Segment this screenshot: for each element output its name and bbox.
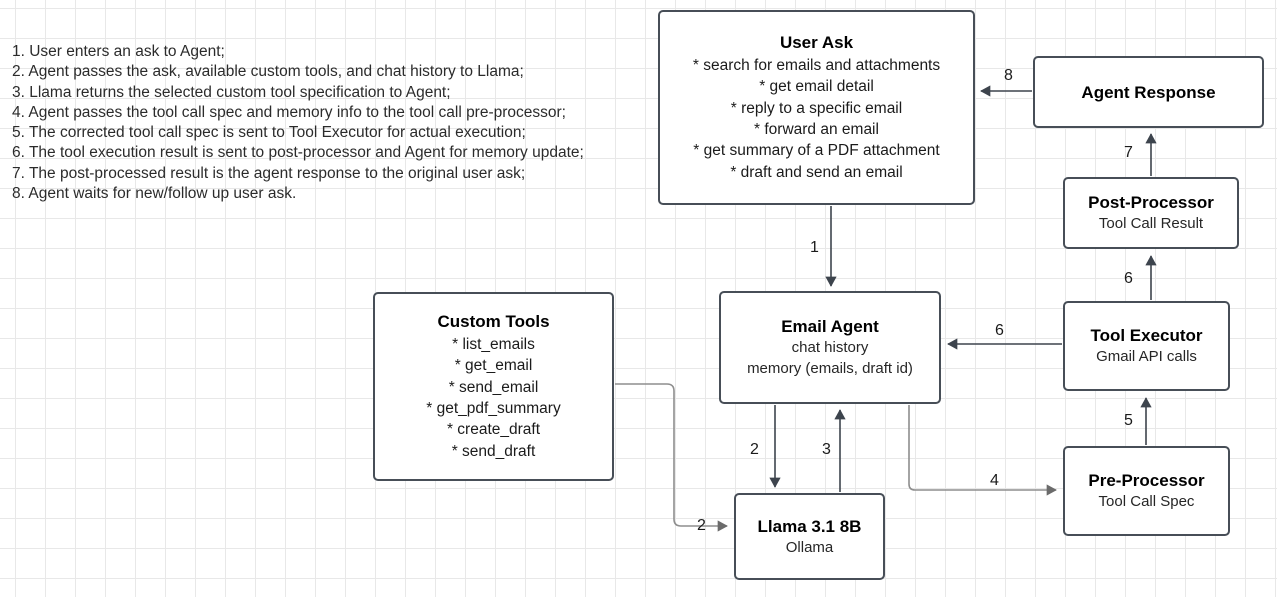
- user-ask-bullet-4: * forward an email: [754, 121, 879, 138]
- node-custom-tools-title: Custom Tools: [437, 312, 550, 332]
- custom-tools-bullet-3: * send_email: [448, 378, 539, 396]
- node-email-agent-subtitle-2: memory (emails, draft id): [747, 360, 913, 377]
- node-post-processor-subtitle: Tool Call Result: [1098, 215, 1204, 232]
- user-ask-bullet-3: * reply to a specific email: [730, 99, 903, 117]
- node-email-agent-subtitle-1: chat history: [791, 339, 869, 356]
- edge-label-7: 7: [1124, 144, 1133, 161]
- node-custom-tools[interactable]: Custom Tools * list_emails * get_email *…: [373, 292, 614, 481]
- step-item-2: 2. Agent passes the ask, available custo…: [12, 63, 524, 81]
- node-llama[interactable]: Llama 3.1 8B Ollama: [734, 493, 885, 580]
- node-post-processor-title: Post-Processor: [1088, 193, 1214, 212]
- node-post-processor[interactable]: Post-Processor Tool Call Result: [1063, 177, 1239, 249]
- edge-label-6-agent: 6: [995, 322, 1004, 339]
- node-tool-executor-title: Tool Executor: [1090, 326, 1203, 345]
- user-ask-bullet-2: * get email detail: [759, 78, 874, 96]
- edge-label-1: 1: [810, 239, 819, 256]
- custom-tools-bullet-4: * get_pdf_summary: [426, 400, 561, 417]
- step-item-8: 8. Agent waits for new/follow up user as…: [12, 185, 297, 203]
- node-tool-executor[interactable]: Tool Executor Gmail API calls: [1063, 301, 1230, 391]
- node-pre-processor[interactable]: Pre-Processor Tool Call Spec: [1063, 446, 1230, 536]
- node-custom-tools-bullets: * list_emails * get_email * send_email *…: [426, 334, 560, 462]
- node-llama-title: Llama 3.1 8B: [757, 516, 862, 536]
- step-item-7: 7. The post-processed result is the agen…: [12, 164, 526, 182]
- step-item-4: 4. Agent passes the tool call spec and m…: [12, 103, 566, 121]
- custom-tools-bullet-2: * get_email: [454, 357, 533, 375]
- edge-label-8: 8: [1004, 67, 1013, 84]
- user-ask-bullet-5: * get summary of a PDF attachment: [693, 142, 940, 160]
- node-user-ask[interactable]: User Ask * search for emails and attachm…: [658, 10, 975, 205]
- node-user-ask-title: User Ask: [779, 33, 854, 53]
- step-item-1: 1. User enters an ask to Agent;: [12, 43, 225, 60]
- node-tool-executor-subtitle: Gmail API calls: [1096, 348, 1197, 365]
- user-ask-bullet-6: * draft and send an email: [730, 163, 903, 181]
- node-email-agent[interactable]: Email Agent chat history memory (emails,…: [719, 291, 941, 404]
- node-agent-response[interactable]: Agent Response: [1033, 56, 1264, 128]
- custom-tools-bullet-5: * create_draft: [446, 421, 541, 439]
- node-user-ask-bullets: * search for emails and attachments * ge…: [693, 55, 940, 183]
- custom-tools-bullet-6: * send_draft: [451, 442, 536, 460]
- edge-label-5: 5: [1124, 412, 1133, 429]
- edge-label-3: 3: [822, 441, 831, 458]
- step-item-5: 5. The corrected tool call spec is sent …: [12, 124, 526, 142]
- edge-label-4: 4: [990, 472, 999, 489]
- node-pre-processor-subtitle: Tool Call Spec: [1098, 493, 1195, 510]
- process-steps-list: 1. User enters an ask to Agent; 2. Agent…: [12, 42, 642, 204]
- step-item-6: 6. The tool execution result is sent to …: [12, 144, 584, 162]
- edge-label-6-post: 6: [1124, 270, 1133, 287]
- step-item-3: 3. Llama returns the selected custom too…: [12, 83, 451, 101]
- edge-label-2-tools: 2: [697, 517, 706, 534]
- user-ask-bullet-1: * search for emails and attachments: [692, 57, 941, 75]
- node-agent-response-title: Agent Response: [1081, 82, 1216, 102]
- edge-label-2-agent: 2: [750, 441, 759, 458]
- custom-tools-bullet-1: * list_emails: [452, 336, 535, 354]
- node-pre-processor-title: Pre-Processor: [1088, 471, 1205, 490]
- edge-email-agent-to-pre-processor: [908, 405, 1057, 496]
- node-email-agent-title: Email Agent: [781, 317, 879, 336]
- edge-custom-tools-to-llama: [615, 383, 728, 532]
- node-llama-subtitle: Ollama: [785, 538, 834, 556]
